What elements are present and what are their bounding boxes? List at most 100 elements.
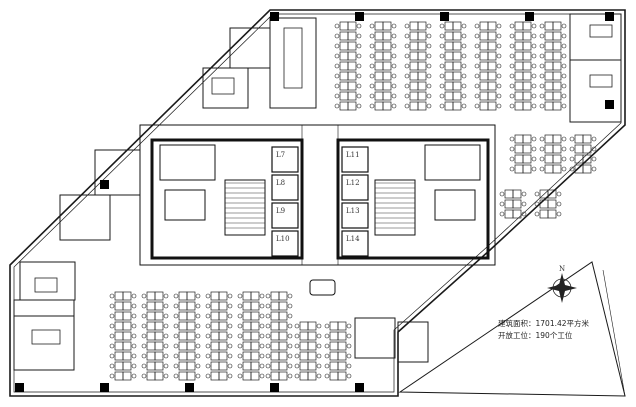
chair bbox=[539, 53, 545, 59]
structural-columns bbox=[15, 12, 614, 392]
core-outline bbox=[139, 124, 496, 266]
chair bbox=[324, 323, 330, 329]
column bbox=[525, 12, 534, 21]
desk bbox=[382, 41, 392, 51]
chair bbox=[496, 63, 502, 69]
chair bbox=[334, 53, 340, 59]
desk bbox=[270, 291, 280, 301]
desk bbox=[452, 21, 462, 31]
chair bbox=[509, 43, 515, 49]
chair bbox=[205, 373, 211, 379]
chair bbox=[356, 103, 362, 109]
chair bbox=[141, 343, 147, 349]
chair bbox=[141, 373, 147, 379]
chair bbox=[163, 313, 169, 319]
column bbox=[15, 383, 24, 392]
desk bbox=[444, 51, 454, 61]
chair bbox=[531, 146, 537, 152]
desk bbox=[552, 134, 562, 144]
desk bbox=[178, 291, 188, 301]
desk bbox=[339, 31, 349, 41]
desk bbox=[186, 371, 196, 381]
desk bbox=[146, 361, 156, 371]
chair bbox=[404, 43, 410, 49]
chair bbox=[539, 156, 545, 162]
chair bbox=[287, 343, 293, 349]
desk bbox=[479, 81, 489, 91]
chair bbox=[131, 333, 137, 339]
desk bbox=[278, 371, 288, 381]
desk bbox=[186, 311, 196, 321]
chair bbox=[173, 373, 179, 379]
desk bbox=[374, 51, 384, 61]
desk-cluster bbox=[509, 21, 537, 111]
chair bbox=[294, 363, 300, 369]
desk bbox=[417, 41, 427, 51]
chair bbox=[205, 343, 211, 349]
chair bbox=[265, 293, 271, 299]
desk bbox=[347, 51, 357, 61]
chair bbox=[346, 323, 352, 329]
office-bottom-mid2 bbox=[397, 321, 429, 363]
desk bbox=[250, 331, 260, 341]
desk bbox=[178, 321, 188, 331]
desk bbox=[186, 291, 196, 301]
chair bbox=[496, 23, 502, 29]
chair bbox=[499, 211, 505, 217]
chair bbox=[509, 73, 515, 79]
chair bbox=[561, 33, 567, 39]
chair bbox=[369, 53, 375, 59]
desk bbox=[382, 101, 392, 111]
chair bbox=[369, 43, 375, 49]
desk bbox=[444, 31, 454, 41]
desk bbox=[114, 321, 124, 331]
chair bbox=[404, 83, 410, 89]
chair bbox=[205, 323, 211, 329]
desk bbox=[307, 351, 317, 361]
terrace-rail bbox=[602, 269, 626, 397]
desk bbox=[210, 301, 220, 311]
desk bbox=[444, 91, 454, 101]
desk bbox=[339, 91, 349, 101]
desk bbox=[146, 351, 156, 361]
chair bbox=[334, 43, 340, 49]
desk bbox=[544, 31, 554, 41]
desk bbox=[154, 341, 164, 351]
desk bbox=[122, 341, 132, 351]
desk-cluster bbox=[237, 291, 265, 381]
desk bbox=[514, 154, 524, 164]
desk bbox=[539, 209, 549, 219]
desk bbox=[250, 311, 260, 321]
chair bbox=[131, 323, 137, 329]
chair bbox=[439, 23, 445, 29]
elevator-label: L13 bbox=[346, 207, 360, 215]
column bbox=[440, 12, 449, 21]
chair bbox=[287, 323, 293, 329]
chair bbox=[227, 323, 233, 329]
chair bbox=[439, 53, 445, 59]
desk bbox=[522, 81, 532, 91]
desk bbox=[122, 301, 132, 311]
desk bbox=[154, 321, 164, 331]
desk bbox=[146, 331, 156, 341]
desk bbox=[479, 61, 489, 71]
desk-cluster bbox=[499, 189, 527, 219]
chair bbox=[356, 53, 362, 59]
desk bbox=[544, 51, 554, 61]
desk bbox=[544, 144, 554, 154]
desk bbox=[522, 21, 532, 31]
chair bbox=[141, 313, 147, 319]
chair bbox=[509, 53, 515, 59]
chair bbox=[237, 333, 243, 339]
desk bbox=[374, 61, 384, 71]
desk bbox=[299, 341, 309, 351]
elevator-label: L11 bbox=[346, 151, 360, 159]
desk bbox=[417, 31, 427, 41]
chair bbox=[334, 93, 340, 99]
desk bbox=[337, 351, 347, 361]
workstations bbox=[109, 21, 597, 381]
desk-cluster bbox=[173, 291, 201, 381]
chair bbox=[195, 353, 201, 359]
chair bbox=[531, 166, 537, 172]
desk bbox=[122, 331, 132, 341]
